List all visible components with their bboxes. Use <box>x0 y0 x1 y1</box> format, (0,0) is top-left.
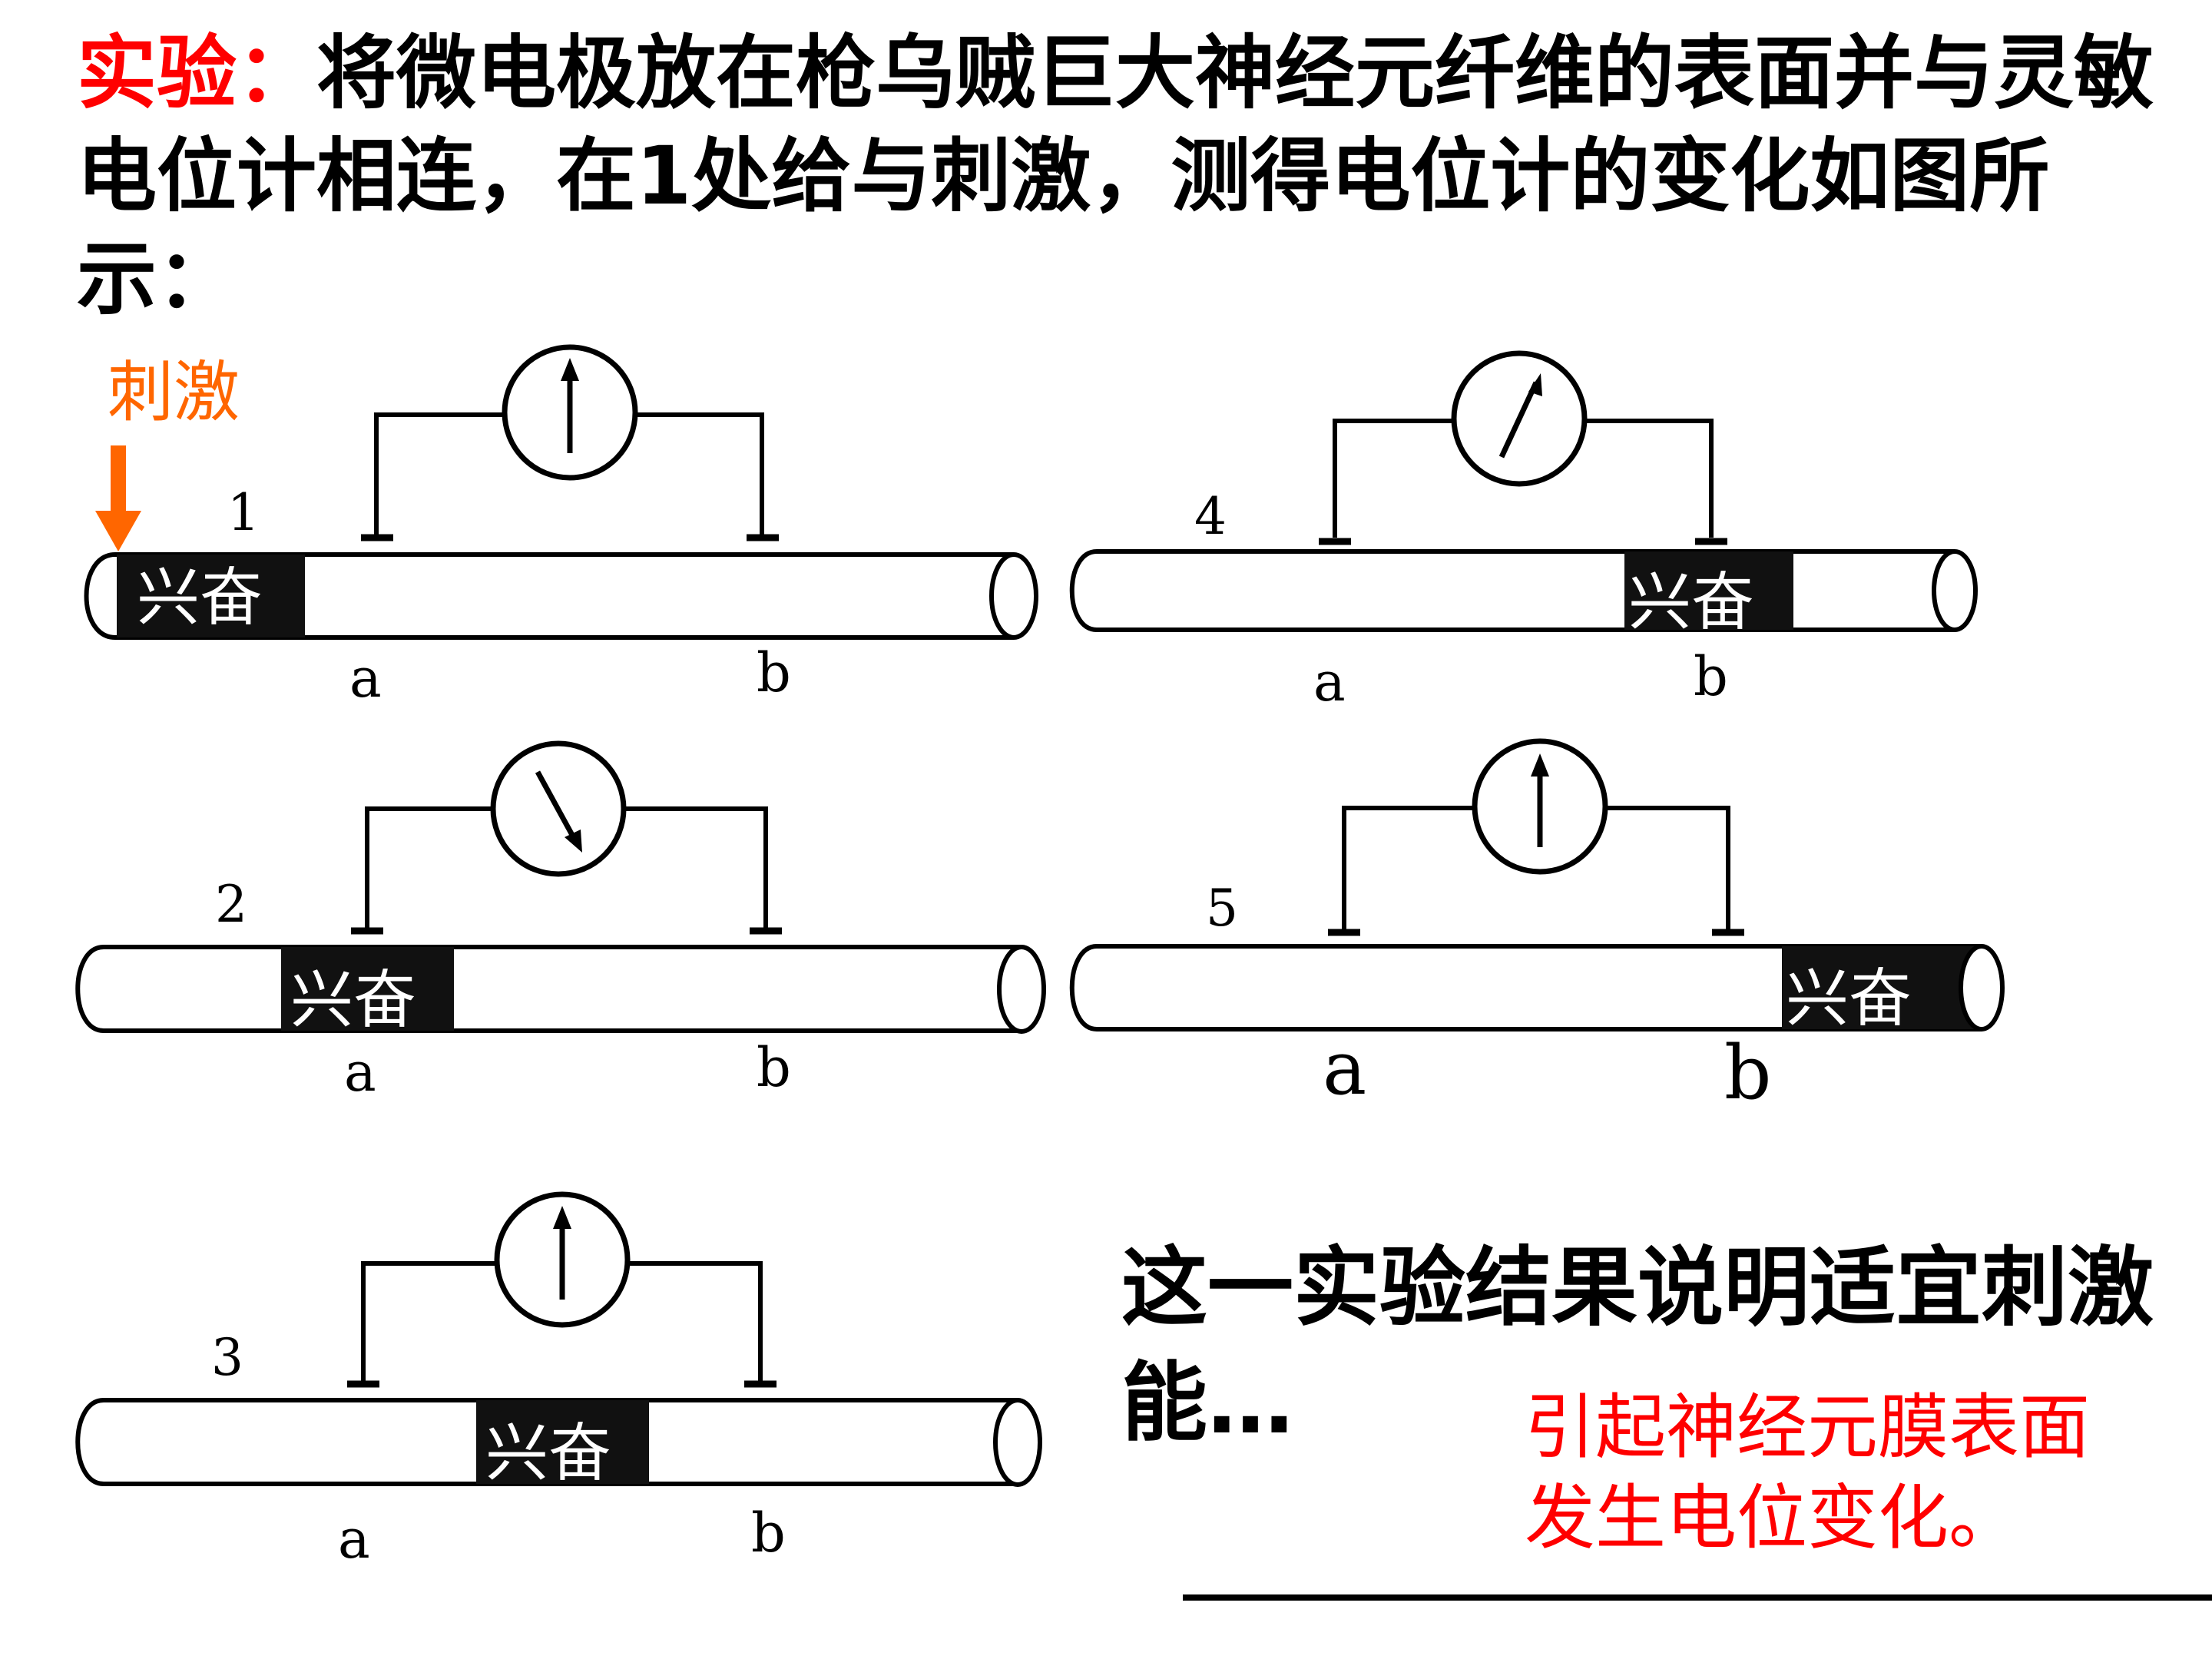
conclusion-answer: 引起神经元膜表面 发生电位变化。 <box>1525 1382 2090 1564</box>
excited-label-3: 兴奋 <box>485 1417 611 1490</box>
answer-line-2: 发生电位变化。 <box>1525 1477 2020 1559</box>
electrode-a-1: a <box>349 647 382 710</box>
excited-region-4 <box>1624 551 1793 630</box>
needle-4 <box>1498 381 1539 459</box>
intro-text: 实验：将微电极放在枪乌贼巨大神经元纤维的表面并与灵敏电位计相连，在1处给与刺激，… <box>77 22 2166 330</box>
excited-region-5 <box>1782 946 1982 1029</box>
panel-1-number: 1 <box>227 483 260 542</box>
fiber-2 <box>75 945 1022 1033</box>
excited-label-5: 兴奋 <box>1786 962 1912 1035</box>
electrode-b-4: b <box>1694 645 1728 708</box>
panel-3: 3 兴奋 a b <box>75 1191 1042 1571</box>
panel-5-number: 5 <box>1206 879 1238 938</box>
panel-4-number: 4 <box>1194 487 1227 546</box>
electrode-a-3: a <box>338 1508 370 1571</box>
electrode-b-3: b <box>751 1502 786 1565</box>
excited-region-1 <box>117 555 305 637</box>
panel-4: 4 兴奋 a b <box>1069 350 1978 714</box>
excited-label-2: 兴奋 <box>290 964 416 1037</box>
electrode-a-2: a <box>344 1041 376 1104</box>
excited-label-1: 兴奋 <box>137 561 263 634</box>
panel-2-number: 2 <box>215 875 247 934</box>
electrode-b-2: b <box>757 1036 791 1099</box>
experiment-description: 将微电极放在枪乌贼巨大神经元纤维的表面并与灵敏电位计相连，在1处给与刺激，测得电… <box>77 26 2154 326</box>
excited-region-2 <box>281 947 454 1031</box>
panel-3-number: 3 <box>211 1328 243 1387</box>
electrode-b-5: b <box>1724 1030 1771 1116</box>
needle-2 <box>535 770 581 846</box>
electrode-a-5: a <box>1323 1025 1366 1111</box>
electrode-a-4: a <box>1313 651 1346 714</box>
excited-region-3 <box>476 1400 649 1484</box>
excited-label-4: 兴奋 <box>1628 566 1754 639</box>
panel-5: 5 兴奋 a b <box>1069 738 2005 1116</box>
stimulus-label: 刺激 <box>108 354 240 431</box>
experiment-label: 实验： <box>77 26 317 120</box>
answer-line-1: 引起神经元膜表面 <box>1525 1386 2091 1469</box>
panel-1: 1 兴奋 a b <box>84 344 1038 710</box>
panel-2: 2 兴奋 a b <box>75 740 1046 1104</box>
stimulus-arrow-icon <box>95 445 141 551</box>
conclusion-text: 这一实验结果说明适宜刺激能… <box>1121 1238 2154 1453</box>
electrode-b-1: b <box>757 641 791 704</box>
fiber-4 <box>1069 549 1955 632</box>
divider-line <box>1183 1594 2212 1601</box>
